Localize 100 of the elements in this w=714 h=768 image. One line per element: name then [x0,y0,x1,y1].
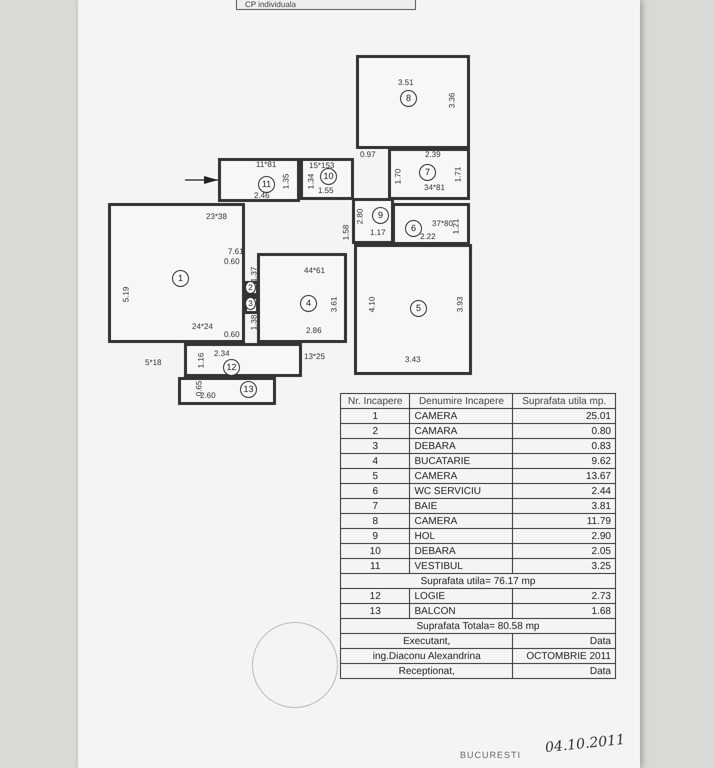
cell-text: 7 [372,500,378,512]
dimension-label: 4.10 [367,296,376,312]
room-number: 6 [405,220,422,237]
cell-text: 2.44 [592,486,611,496]
dimension-label: 2.34 [214,349,230,358]
stamp-text: BUCURESTI [460,750,522,760]
dimension-label: 2.39 [425,150,441,159]
room-outline [108,203,245,343]
dimension-label: 0.60 [224,257,240,266]
dimension-label: 5.19 [121,286,130,302]
dimension-label: 3.43 [405,355,421,364]
cell-text: 12 [370,590,381,602]
cell-text: CAMERA [414,516,458,526]
dimension-label: 37*80 [432,219,453,228]
dimension-label: 1.71 [453,166,462,182]
cell-text: 9 [372,530,378,542]
cell-text: 2.73 [592,590,611,602]
room-number: 4 [300,295,317,312]
cell-text: 5 [372,470,378,482]
cell-text: DEBARA [414,440,456,452]
cell-text: 0.83 [592,440,611,452]
dimension-label: 1.37 [249,266,258,282]
cell-text: BAIE [414,500,438,512]
dimension-label: 3.51 [398,78,414,87]
dimension-label: 24*24 [192,322,213,331]
cell-text: 6 [372,486,378,496]
dimension-label: 2.86 [306,326,322,335]
dimension-label: 1.70 [393,168,402,184]
cell-text: BUCATARIE [414,456,470,466]
dimension-label: 3.93 [455,296,464,312]
entrance-arrow [185,176,218,184]
room-number: 2 [245,281,256,294]
cell-text: 8 [372,516,378,526]
dimension-label: 23*38 [206,212,227,221]
cell-text: 2.90 [592,530,611,542]
cell-text: Data [590,666,611,676]
cell-text: 3 [372,440,378,452]
dimension-label: 11*81 [256,160,276,169]
cell-text: CAMERA [414,470,458,482]
dimension-label: 1.16 [196,352,206,368]
dimension-label: 2.22 [420,232,436,241]
stamp-circle [252,622,338,708]
cell-text: 3.25 [592,560,611,572]
cell-text: 9.62 [592,456,611,466]
room-outline [352,198,394,244]
cell-text: 1.68 [592,606,611,616]
handwritten-date: 04.10.2011 [544,732,626,756]
dimension-label: 34*81 [424,183,445,192]
cell-text: LOGIE [414,590,446,602]
room-outline [257,253,347,343]
cell-text: 11 [370,560,380,572]
column-header: Nr. Incapere [348,396,402,406]
cell-text: CAMERA [414,410,458,422]
room-outline [388,148,470,200]
cell-text: 4 [372,456,378,466]
dimension-label: 1.55 [318,186,334,195]
dimension-label: 0.60 [224,330,240,339]
cell-text: 13.67 [586,470,611,482]
dimension-label: 5*18 [145,358,162,367]
room-outline [184,343,302,377]
cell-text: VESTIBUL [414,560,463,572]
cell-text: Executant, [403,636,450,646]
total-text: Suprafata Totala= 80.58 mp [416,620,540,632]
dimension-label: 2.46 [254,191,270,200]
column-header: Suprafata utila mp. [522,396,606,406]
cell-text: 2 [372,426,378,436]
cell-text: OCTOMBRIE 2011 [526,650,611,662]
room-outline [354,244,472,375]
dimension-label: 0.97 [360,150,376,159]
room-number: 7 [419,164,436,181]
dimension-label: 1.34 [306,174,316,190]
cell-text: 0.80 [592,426,611,436]
cell-text: CAMARA [414,426,458,436]
dimension-label: 15*153 [309,161,334,170]
cell-text: WC SERVICIU [414,486,481,496]
dimension-label: 1.58 [341,224,350,240]
cell-text: 10 [370,546,381,556]
cell-text: 1 [372,410,378,422]
room-outline [356,55,470,149]
room-number: 13 [240,381,257,398]
header-cell: CP individuala [236,0,416,10]
cell-text: Receptionat, [398,666,455,676]
room-number: 11 [258,176,275,193]
cell-text: HOL [414,530,436,542]
total-text: Suprafata utila= 76.17 mp [420,576,536,586]
room-number: 12 [223,359,240,376]
room-outline [178,377,276,405]
cell-text: BALCON [414,606,456,616]
cell-text: 2.05 [592,546,611,556]
room-number: 9 [372,207,389,224]
dimension-label: 3.61 [329,296,338,312]
column-header: Denumire Incapere [418,396,504,406]
cell-text: DEBARA [414,546,456,556]
cell-text: 11.79 [586,516,611,526]
dimension-label: 3.36 [447,92,456,108]
dimension-label: 44*61 [304,266,325,275]
dimension-label: 13*25 [304,352,325,361]
dimension-label: 2.80 [355,208,364,224]
cell-text: Data [590,636,611,646]
cell-text: 3.81 [592,500,611,512]
